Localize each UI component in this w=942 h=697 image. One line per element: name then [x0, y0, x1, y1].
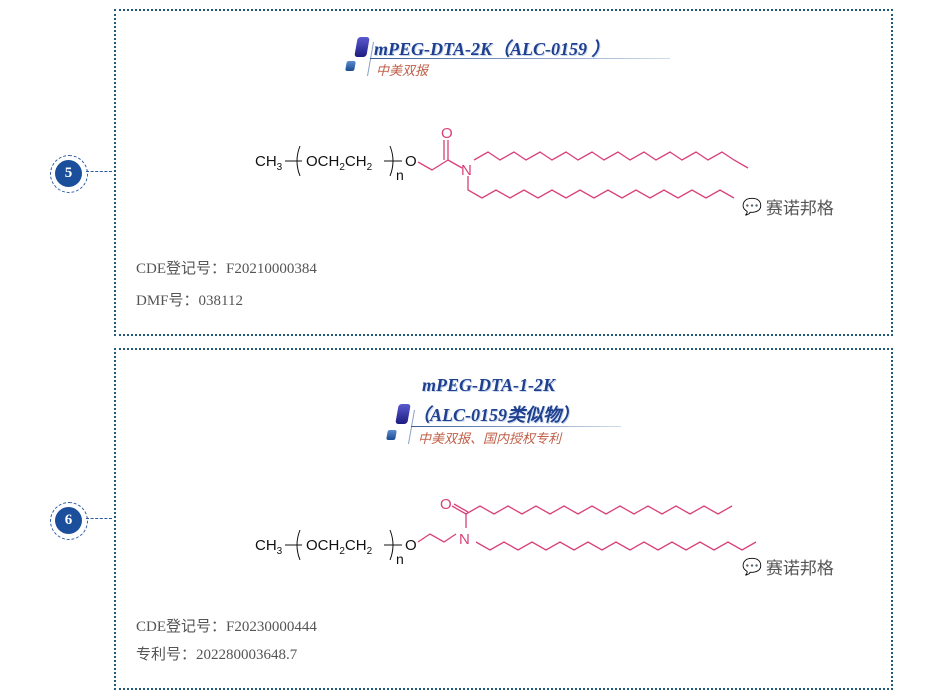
title-underline: [411, 426, 621, 427]
watermark-6: 💬 赛诺邦格: [742, 558, 834, 579]
wechat-icon: 💬: [742, 558, 762, 576]
title-decoration-icon: [345, 61, 356, 71]
svg-text:N: N: [459, 531, 470, 548]
dmf-number: DMF号：038112: [136, 293, 243, 309]
title-underline: [370, 58, 670, 59]
cde-registration: CDE登记号：F20210000384: [136, 261, 317, 277]
patent-number: 专利号：202280003648.7: [136, 647, 298, 663]
chemical-structure-5: CH3 OCH2CH2 n O O N: [255, 125, 749, 199]
compound-title-line2: （ALC-0159类似物）: [412, 405, 580, 425]
svg-text:CH3: CH3: [255, 537, 283, 557]
compound-subtitle: 中美双报: [376, 63, 429, 78]
svg-text:O: O: [405, 153, 417, 170]
badge-number: 6: [55, 507, 82, 534]
compound-title: mPEG-DTA-2K（ALC-0159 ）: [374, 39, 610, 59]
compound-subtitle: 中美双报、国内授权专利: [418, 431, 562, 446]
entry-card-5: [114, 9, 893, 336]
number-badge-6: 6: [50, 502, 88, 540]
number-badge-5: 5: [50, 155, 88, 193]
svg-text:O: O: [441, 125, 453, 142]
badge-number: 5: [55, 160, 82, 187]
svg-text:OCH2CH2: OCH2CH2: [306, 537, 373, 557]
svg-text:OCH2CH2: OCH2CH2: [306, 153, 373, 173]
wechat-icon: 💬: [742, 198, 762, 216]
watermark-5: 💬 赛诺邦格: [742, 198, 834, 219]
compound-title: mPEG-DTA-1-2K: [422, 375, 555, 395]
svg-text:N: N: [461, 162, 472, 179]
chemical-structure-6: CH3 OCH2CH2 n O O N: [255, 496, 757, 567]
cde-registration: CDE登记号：F20230000444: [136, 619, 317, 635]
svg-text:n: n: [396, 167, 404, 183]
ch3-label: CH3: [255, 153, 283, 173]
badge-connector: [86, 518, 112, 519]
svg-text:n: n: [396, 551, 404, 567]
svg-text:O: O: [440, 496, 452, 513]
badge-connector: [86, 171, 112, 172]
svg-text:O: O: [405, 537, 417, 554]
entry-card-6: [114, 348, 893, 690]
title-decoration-icon: [386, 430, 397, 440]
